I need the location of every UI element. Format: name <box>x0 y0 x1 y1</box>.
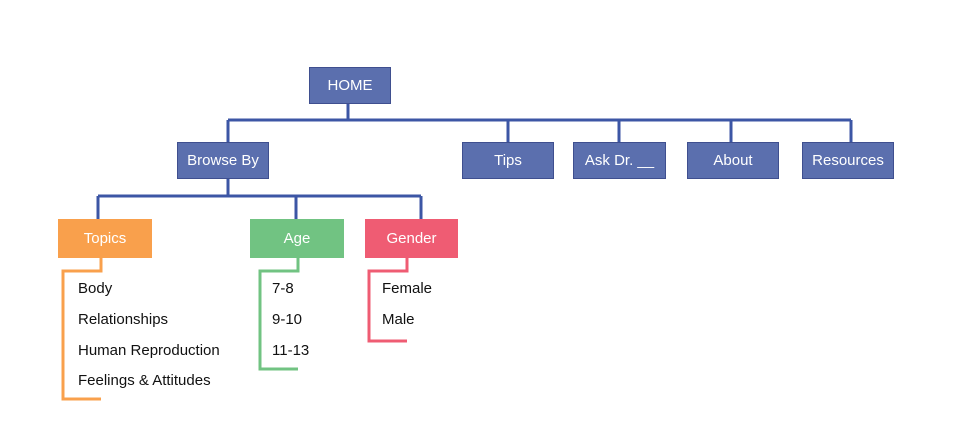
age-item-11-13[interactable]: 11-13 <box>272 342 310 359</box>
topics-bracket <box>61 258 103 401</box>
age-node[interactable]: Age <box>250 219 344 258</box>
ask-dr-label: Ask Dr. __ <box>584 152 655 169</box>
browse-by-node[interactable]: Browse By <box>177 142 269 179</box>
gender-item-male[interactable]: Male <box>382 311 415 328</box>
age-item-7-8[interactable]: 7-8 <box>272 280 294 297</box>
topics-item-human-reproduction[interactable]: Human Reproduction <box>78 342 220 359</box>
tips-node[interactable]: Tips <box>462 142 554 179</box>
gender-label: Gender <box>386 230 437 247</box>
browse-by-label: Browse By <box>187 152 259 169</box>
topics-label: Topics <box>83 230 127 247</box>
resources-label: Resources <box>812 152 884 169</box>
about-label: About <box>713 152 753 169</box>
home-node[interactable]: HOME <box>309 67 391 104</box>
topics-item-body[interactable]: Body <box>78 280 113 297</box>
age-item-9-10[interactable]: 9-10 <box>272 311 303 328</box>
age-bracket <box>258 258 300 371</box>
age-label: Age <box>283 230 311 247</box>
gender-item-female[interactable]: Female <box>382 280 433 297</box>
topics-item-relationships[interactable]: Relationships <box>78 311 169 328</box>
home-label: HOME <box>327 77 373 94</box>
topics-node[interactable]: Topics <box>58 219 152 258</box>
gender-node[interactable]: Gender <box>365 219 458 258</box>
about-node[interactable]: About <box>687 142 779 179</box>
topics-item-feelings-attitudes[interactable]: Feelings & Attitudes <box>78 372 211 389</box>
ask-dr-node[interactable]: Ask Dr. __ <box>573 142 666 179</box>
tips-label: Tips <box>494 152 522 169</box>
gender-bracket <box>367 258 409 343</box>
resources-node[interactable]: Resources <box>802 142 894 179</box>
